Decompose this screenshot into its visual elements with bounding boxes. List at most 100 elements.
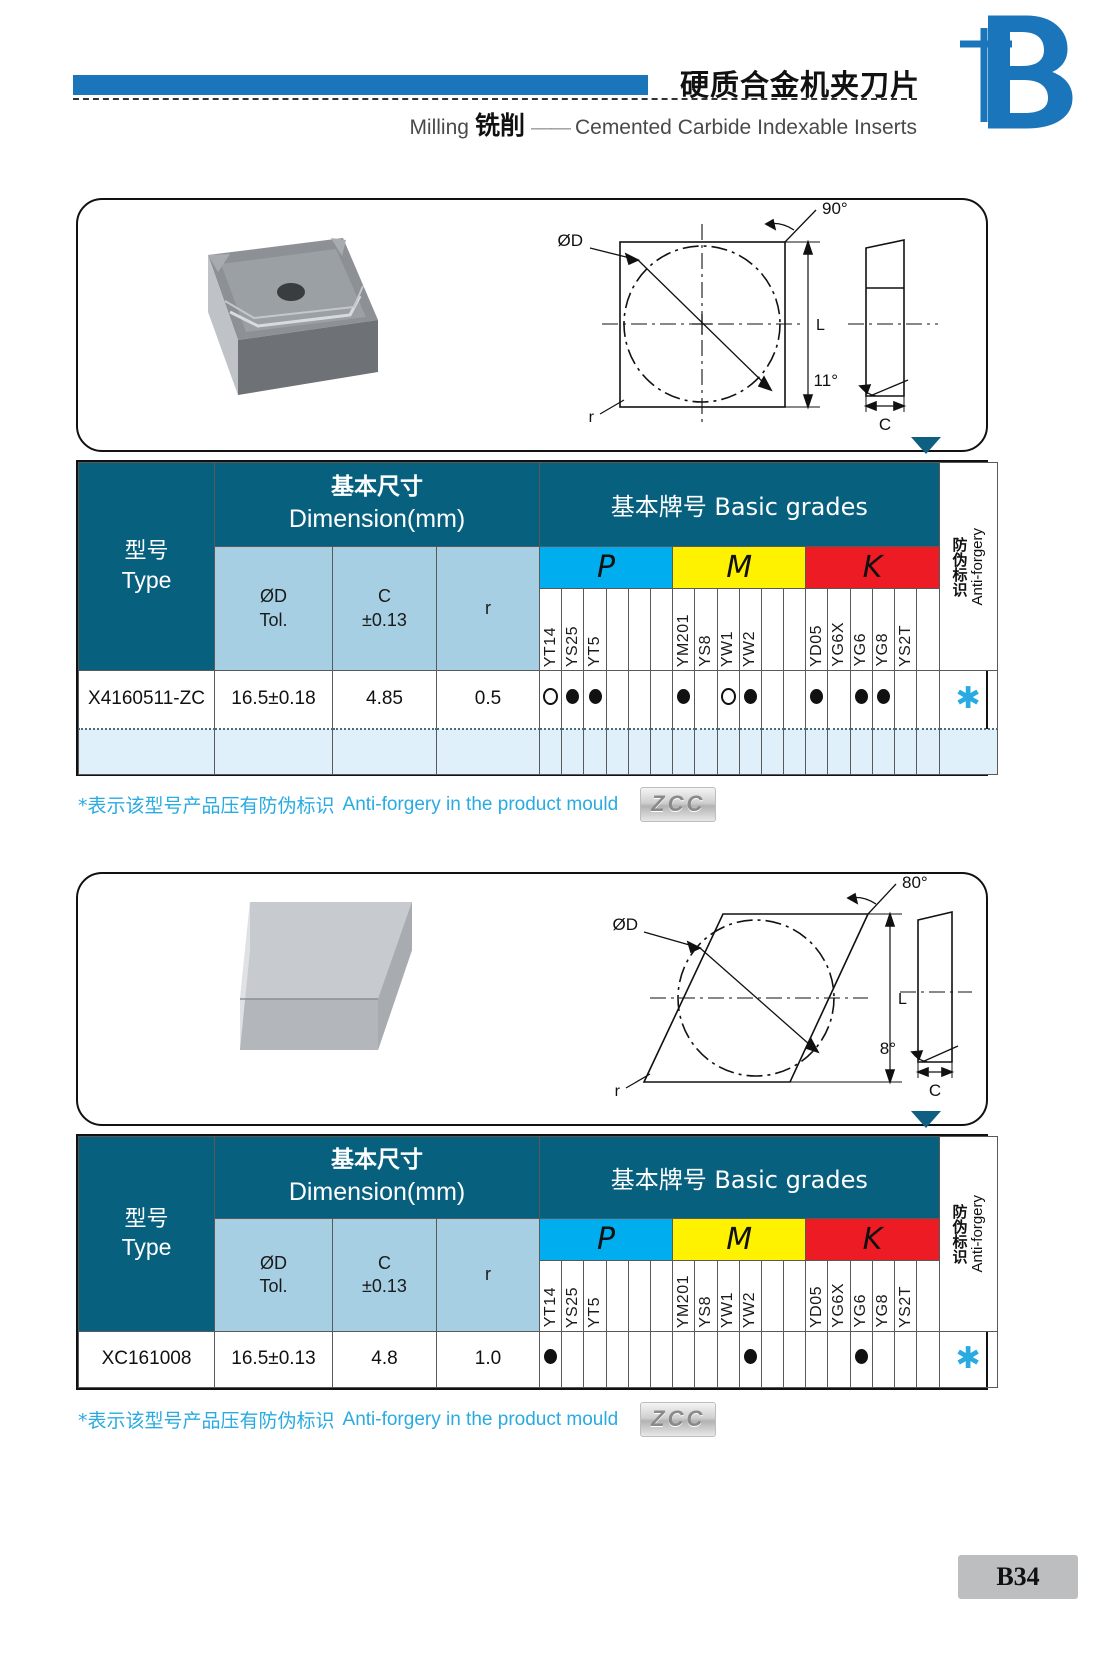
grade-col-5 bbox=[649, 1260, 674, 1332]
panel-arrow-2 bbox=[911, 1111, 941, 1128]
insert-side-view bbox=[848, 239, 938, 412]
row-diameter-value: 16.5±0.18 bbox=[214, 670, 333, 729]
label-angle-main-1: 90° bbox=[822, 200, 848, 218]
grade-col-17 bbox=[916, 1260, 940, 1332]
row-diameter-value: 16.5±0.13 bbox=[214, 1330, 333, 1389]
page-subtitle: Milling 铣削 —— Cemented Carbide Indexable… bbox=[409, 106, 917, 142]
grade-mark-filled bbox=[566, 689, 580, 705]
mark-cell bbox=[760, 1330, 785, 1389]
grade-mark-filled bbox=[677, 689, 691, 705]
grade-mark-filled bbox=[810, 689, 824, 705]
mark-cell bbox=[849, 1330, 873, 1389]
grade-col-1: YS25 bbox=[561, 1260, 585, 1332]
grade-col-2: YT5 bbox=[583, 1260, 607, 1332]
mark-cell bbox=[561, 1330, 585, 1389]
header-blue-bar bbox=[73, 75, 648, 95]
header-type-1: 型号 Type bbox=[78, 462, 215, 671]
table-row[interactable]: X4160511-ZC 16.5±0.18 4.85 0.5 bbox=[78, 670, 998, 729]
label-diameter-2: ØD bbox=[613, 915, 639, 934]
mark-cell bbox=[672, 670, 696, 729]
mark-cell bbox=[916, 670, 940, 729]
mark-cell bbox=[738, 1330, 762, 1389]
header-group-p-1: P bbox=[539, 546, 674, 589]
grade-mark-filled bbox=[743, 689, 757, 705]
grade-col-4 bbox=[627, 1260, 651, 1332]
grade-col-5 bbox=[649, 588, 674, 671]
header-sub-c-2: C ±0.13 bbox=[332, 1218, 437, 1332]
mark-cell bbox=[539, 670, 563, 729]
grade-mark-open bbox=[543, 688, 559, 706]
mark-cell bbox=[605, 1330, 629, 1389]
mark-cell bbox=[561, 670, 585, 729]
header-group-p-2: P bbox=[539, 1218, 674, 1262]
insert-3d-rhombic bbox=[240, 902, 412, 1050]
grade-mark-open bbox=[720, 688, 736, 706]
insert-top-view-2 bbox=[625, 883, 902, 1089]
label-c-2: C bbox=[929, 1081, 941, 1100]
mark-cell bbox=[894, 670, 918, 729]
header-antiforgery-1: 防伪标识 Anti-forgery bbox=[938, 462, 998, 671]
mark-cell bbox=[649, 1330, 674, 1389]
label-radius-2: r bbox=[615, 1083, 621, 1100]
grade-col-13: YG6X bbox=[827, 588, 851, 671]
brand-logo-b-icon bbox=[922, 14, 1092, 134]
grade-col-3 bbox=[605, 588, 629, 671]
grade-col-6: YM201 bbox=[672, 1260, 696, 1332]
zcc-badge-1: ZCC bbox=[640, 787, 717, 822]
header-group-k-2: K bbox=[805, 1218, 940, 1262]
table-row[interactable]: XC161008 16.5±0.13 4.8 1.0 bbox=[78, 1330, 998, 1389]
grade-col-7: YS8 bbox=[694, 588, 718, 671]
mark-cell bbox=[694, 1330, 718, 1389]
footnote-1-en: Anti-forgery in the product mould bbox=[342, 793, 619, 815]
table-row-empty bbox=[78, 727, 998, 775]
header-group-m-1: M bbox=[672, 546, 807, 589]
insert-3d-square bbox=[208, 238, 378, 395]
grade-col-15: YG8 bbox=[871, 588, 896, 671]
footnote-2-cn: *表示该型号产品压有防伪标识 bbox=[78, 1410, 335, 1432]
mark-cell bbox=[805, 670, 829, 729]
footnote-1: *表示该型号产品压有防伪标识 Anti-forgery in the produ… bbox=[78, 787, 717, 822]
mark-cell bbox=[649, 670, 674, 729]
mark-cell bbox=[738, 670, 762, 729]
grade-col-6: YM201 bbox=[672, 588, 696, 671]
insert-side-view-2 bbox=[900, 910, 972, 1078]
grade-col-9: YW2 bbox=[738, 1260, 762, 1332]
mark-cell bbox=[827, 1330, 851, 1389]
diagram-panel-1: ØD r 90° L 11° C bbox=[76, 198, 988, 452]
label-c-1: C bbox=[879, 415, 891, 434]
grade-col-12: YD05 bbox=[805, 588, 829, 671]
diagram-2-svg: ØD r 80° L 8° C bbox=[240, 874, 972, 1100]
header-sub-diameter-1: ØD Tol. bbox=[214, 546, 333, 671]
spec-table-2: 型号 Type 基本尺寸 Dimension(mm) 基本牌号 Basic gr… bbox=[76, 1134, 998, 1390]
grade-col-7: YS8 bbox=[694, 1260, 718, 1332]
grade-col-8: YW1 bbox=[716, 1260, 740, 1332]
mark-cell bbox=[716, 1330, 740, 1389]
row-r-value: 1.0 bbox=[435, 1330, 541, 1389]
label-length-1: L bbox=[816, 317, 825, 334]
page-header: 硬质合金机夹刀片 Milling 铣削 —— Cemented Carbide … bbox=[0, 0, 1110, 175]
row-type-value: X4160511-ZC bbox=[78, 670, 215, 729]
mark-cell bbox=[627, 670, 651, 729]
mark-cell bbox=[783, 670, 807, 729]
grade-col-1: YS25 bbox=[561, 588, 585, 671]
grade-col-10 bbox=[760, 588, 785, 671]
grade-col-15: YG8 bbox=[871, 1260, 896, 1332]
mark-cell bbox=[716, 670, 740, 729]
spec-table-1: 型号 Type 基本尺寸 Dimension(mm) 基本牌号 Basic gr… bbox=[76, 460, 998, 776]
mark-cell bbox=[539, 1330, 563, 1389]
footnote-1-cn: *表示该型号产品压有防伪标识 bbox=[78, 795, 335, 817]
header-antiforgery-2: 防伪标识 Anti-forgery bbox=[938, 1136, 998, 1332]
page-title-chinese: 硬质合金机夹刀片 bbox=[679, 68, 920, 102]
subtitle-dash: —— bbox=[530, 116, 571, 139]
header-sub-r-2: r bbox=[435, 1218, 541, 1332]
header-sub-diameter-2: ØD Tol. bbox=[214, 1218, 333, 1332]
mark-cell bbox=[916, 1330, 940, 1389]
footnote-2-en: Anti-forgery in the product mould bbox=[342, 1408, 619, 1430]
mark-cell bbox=[605, 670, 629, 729]
header-basic-grades-1: 基本牌号 Basic grades bbox=[539, 462, 940, 547]
mark-cell bbox=[871, 670, 896, 729]
header-group-m-2: M bbox=[672, 1218, 807, 1262]
grade-col-10 bbox=[760, 1260, 785, 1332]
zcc-badge-2: ZCC bbox=[640, 1402, 717, 1437]
label-angle-main-2: 80° bbox=[902, 874, 928, 892]
